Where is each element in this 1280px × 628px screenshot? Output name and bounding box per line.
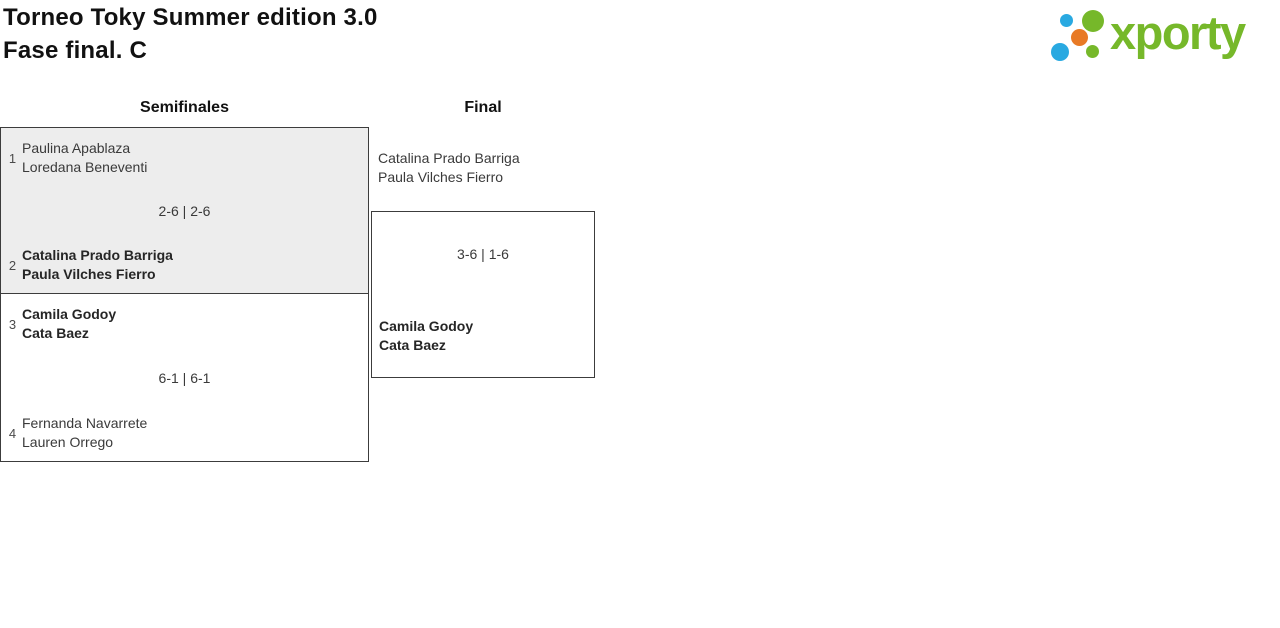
tournament-name: Torneo Toky Summer edition 3.0 [3, 4, 378, 31]
logo-dot-icon [1060, 14, 1073, 27]
match-score: 3-6 | 1-6 [457, 246, 509, 262]
team-names: Paulina Apablaza Loredana Beneventi [22, 139, 147, 177]
team-names: Camila Godoy Cata Baez [22, 305, 116, 343]
player-name: Paula Vilches Fierro [22, 266, 156, 282]
round-header-semifinales: Semifinales [140, 99, 229, 116]
xporty-logo[interactable]: xporty [1045, 0, 1280, 75]
team-names: Camila Godoy Cata Baez [379, 317, 473, 355]
final-box: 3-6 | 1-6 Camila Godoy Cata Baez [371, 211, 595, 378]
team-names: Catalina Prado Barriga Paula Vilches Fie… [378, 149, 520, 187]
phase-name: Fase final. C [3, 37, 147, 64]
logo-dot-icon [1086, 45, 1099, 58]
player-name: Catalina Prado Barriga [378, 150, 520, 166]
final-team2: Camila Godoy Cata Baez [379, 317, 473, 355]
match-score: 6-1 | 6-1 [158, 370, 211, 386]
team-names: Catalina Prado Barriga Paula Vilches Fie… [22, 246, 173, 284]
player-name: Paula Vilches Fierro [378, 169, 504, 185]
player-name: Fernanda Navarrete [22, 415, 148, 431]
player-name: Catalina Prado Barriga [22, 247, 173, 263]
logo-wordmark: xporty [1110, 6, 1246, 59]
team-row-seed4: 4 Fernanda Navarrete Lauren Orrego [1, 414, 368, 452]
player-name: Lauren Orrego [22, 434, 114, 450]
seed-number: 4 [8, 425, 17, 441]
round-header-final: Final [464, 99, 502, 116]
final-team1: Catalina Prado Barriga Paula Vilches Fie… [378, 149, 520, 187]
player-name: Cata Baez [379, 337, 446, 353]
team-row-seed1: 1 Paulina Apablaza Loredana Beneventi [1, 139, 368, 177]
team-names: Fernanda Navarrete Lauren Orrego [22, 414, 147, 452]
seed-number: 2 [8, 257, 17, 273]
logo-dot-icon [1051, 43, 1069, 61]
player-name: Cata Baez [22, 325, 89, 341]
logo-dot-icon [1071, 29, 1088, 46]
logo-dot-icon [1082, 10, 1104, 32]
semifinal-1-box: 1 Paulina Apablaza Loredana Beneventi 2-… [0, 127, 369, 294]
seed-number: 3 [8, 316, 17, 332]
seed-number: 1 [8, 150, 17, 166]
team-row-seed2: 2 Catalina Prado Barriga Paula Vilches F… [1, 246, 368, 284]
player-name: Camila Godoy [379, 318, 474, 334]
team-row-seed3: 3 Camila Godoy Cata Baez [1, 305, 368, 343]
match-score: 2-6 | 2-6 [158, 203, 211, 219]
player-name: Camila Godoy [22, 306, 117, 322]
player-name: Paulina Apablaza [22, 140, 131, 156]
player-name: Loredana Beneventi [22, 159, 148, 175]
page-title: Torneo Toky Summer edition 3.0 Fase fina… [3, 1, 378, 67]
semifinal-2-box: 3 Camila Godoy Cata Baez 6-1 | 6-1 4 Fer… [0, 294, 369, 462]
